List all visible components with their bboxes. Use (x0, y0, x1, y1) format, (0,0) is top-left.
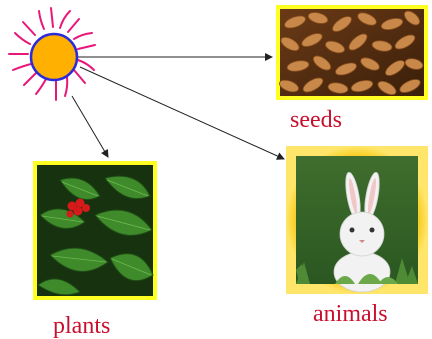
caption-animals: animals (313, 302, 388, 326)
sun-disc (31, 34, 77, 80)
seeds-photo (276, 5, 428, 100)
sun-icon (9, 8, 95, 100)
plant-leaves-photo (33, 161, 157, 300)
caption-plants: plants (53, 314, 110, 338)
caption-seeds: seeds (290, 108, 342, 132)
arrow-to-animals (80, 67, 284, 159)
arrow-to-plants (72, 96, 108, 157)
white-rabbit-photo (286, 146, 428, 294)
